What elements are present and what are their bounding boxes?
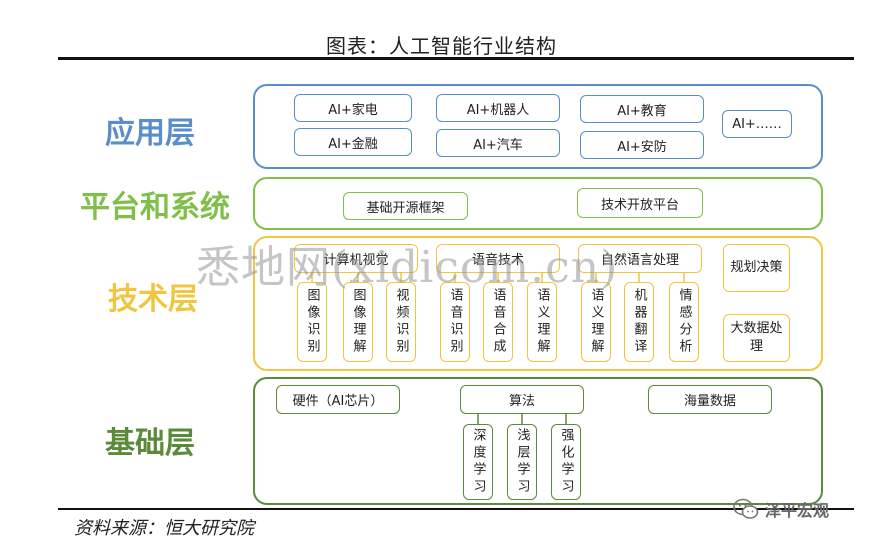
tech-group-speech: 语音技术 [436, 244, 560, 273]
tech-subitem: 视频识别 [386, 282, 416, 362]
app-item: AI+机器人 [436, 94, 560, 122]
bottom-rule [58, 508, 854, 510]
tech-subitem: 机器翻译 [624, 282, 654, 362]
tech-big-data: 大数据处理 [723, 314, 790, 362]
app-item: AI+教育 [580, 95, 704, 123]
platform-item: 技术开放平台 [577, 188, 703, 218]
foundation-connectors [477, 414, 567, 424]
figure-title: 图表：人工智能行业结构 [326, 34, 557, 58]
tech-subitem: 情感分析 [669, 282, 699, 362]
algorithm-subitem: 浅层学习 [507, 424, 537, 500]
tech-subitem: 语音合成 [483, 282, 513, 362]
tech-subitem: 图像识别 [297, 282, 327, 362]
tech-subitem: 语义理解 [527, 282, 557, 362]
layer-label-application: 应用层 [105, 116, 195, 151]
foundation-hardware: 硬件（AI芯片） [276, 385, 400, 414]
app-item: AI+…… [722, 110, 792, 138]
top-rule [58, 57, 854, 60]
tech-group-nlp: 自然语言处理 [578, 244, 702, 273]
platform-item: 基础开源框架 [343, 192, 468, 220]
foundation-layer-box [253, 377, 823, 505]
layer-label-platform: 平台和系统 [80, 190, 230, 225]
algorithm-subitem: 深度学习 [463, 424, 493, 500]
foundation-big-data: 海量数据 [648, 385, 772, 414]
tech-group-computer-vision: 计算机视觉 [294, 244, 418, 273]
layer-label-technology: 技术层 [108, 282, 198, 317]
algorithm-subitem: 强化学习 [551, 424, 581, 500]
application-layer-box [253, 84, 823, 169]
wechat-account-name: 泽平宏观 [765, 501, 830, 520]
foundation-algorithm: 算法 [460, 385, 584, 414]
technology-layer-box [253, 236, 823, 371]
tech-subitem: 图像理解 [343, 282, 373, 362]
source-note: 资料来源：恒大研究院 [74, 518, 254, 539]
platform-layer-box [253, 177, 823, 230]
layer-label-foundation: 基础层 [105, 426, 195, 461]
app-item: AI+金融 [294, 128, 412, 156]
wechat-account-tag: 泽平宏观 [733, 497, 829, 521]
app-item: AI+家电 [294, 94, 412, 122]
tech-subitem: 语义理解 [581, 282, 611, 362]
wechat-icon [733, 498, 759, 519]
technology-connectors [311, 273, 685, 282]
tech-planning-decision: 规划决策 [723, 244, 790, 292]
app-item: AI+汽车 [436, 129, 560, 157]
tech-subitem: 语音识别 [440, 282, 470, 362]
app-item: AI+安防 [580, 131, 704, 159]
